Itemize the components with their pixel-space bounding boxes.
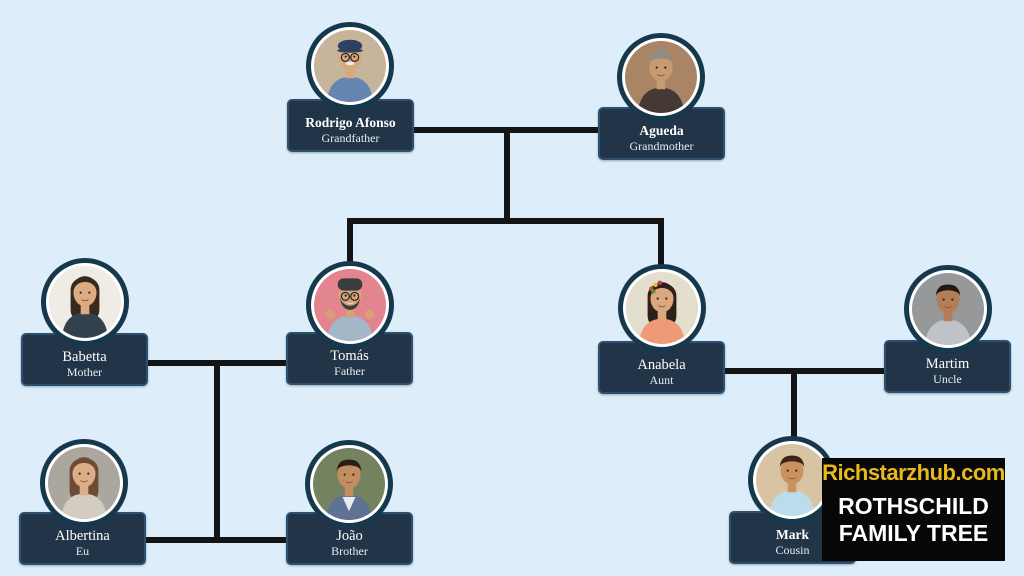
person-photo-frame (617, 33, 705, 121)
person-photo-frame (618, 264, 706, 352)
person-photo-frame (305, 440, 393, 528)
person-name: Albertina (55, 528, 110, 544)
person-photo-frame (306, 261, 394, 349)
connector-parents-drop (214, 360, 220, 542)
self-avatar-icon (48, 447, 120, 519)
uncle-avatar-icon (912, 273, 984, 345)
watermark-site-label: Richstarzhub.com (822, 460, 1005, 485)
person-photo-frame (41, 258, 129, 346)
connector-siblings (145, 537, 290, 543)
person-name: Anabela (637, 357, 686, 373)
cousin-avatar-icon (756, 444, 828, 516)
person-relation: Grandmother (629, 139, 694, 153)
father-avatar-icon (314, 269, 386, 341)
connector-grandparents-drop (504, 127, 510, 224)
person-name: Martim (925, 356, 970, 372)
person-relation: Aunt (649, 373, 674, 387)
watermark-title: ROTHSCHILD FAMILY TREE (838, 493, 989, 547)
aunt-avatar-icon (626, 272, 698, 344)
grandfather-avatar-icon (314, 30, 386, 102)
person-relation: Father (334, 364, 365, 378)
person-name: Mark (776, 527, 809, 542)
person-relation: Grandfather (321, 131, 380, 145)
person-card-self[interactable]: Albertina Eu (19, 512, 146, 565)
person-photo-frame (40, 439, 128, 527)
person-relation: Brother (331, 544, 368, 558)
grandmother-avatar-icon (625, 41, 697, 113)
person-relation: Uncle (933, 372, 962, 386)
person-name: Agueda (639, 123, 684, 138)
watermark-title-line2: FAMILY TREE (838, 520, 989, 546)
connector-to-cousin (791, 368, 797, 444)
person-relation: Mother (66, 365, 103, 379)
person-relation: Eu (75, 544, 90, 558)
person-name: Tomás (330, 348, 369, 364)
person-relation: Cousin (775, 543, 810, 557)
person-photo-frame (306, 22, 394, 110)
connector-children-bar (347, 218, 664, 224)
watermark-panel: Richstarzhub.com ROTHSCHILD FAMILY TREE (822, 458, 1005, 561)
connector-to-father (347, 220, 353, 268)
watermark-title-line1: ROTHSCHILD (838, 493, 989, 519)
person-name: Rodrigo Afonso (305, 115, 396, 130)
connector-to-aunt (658, 220, 664, 270)
connector-aunt-uncle (722, 368, 888, 374)
person-photo-frame (904, 265, 992, 353)
person-name: João (336, 528, 363, 544)
person-name: Babetta (62, 349, 107, 365)
person-photo-frame (748, 436, 836, 524)
mother-avatar-icon (49, 266, 121, 338)
brother-avatar-icon (313, 448, 385, 520)
